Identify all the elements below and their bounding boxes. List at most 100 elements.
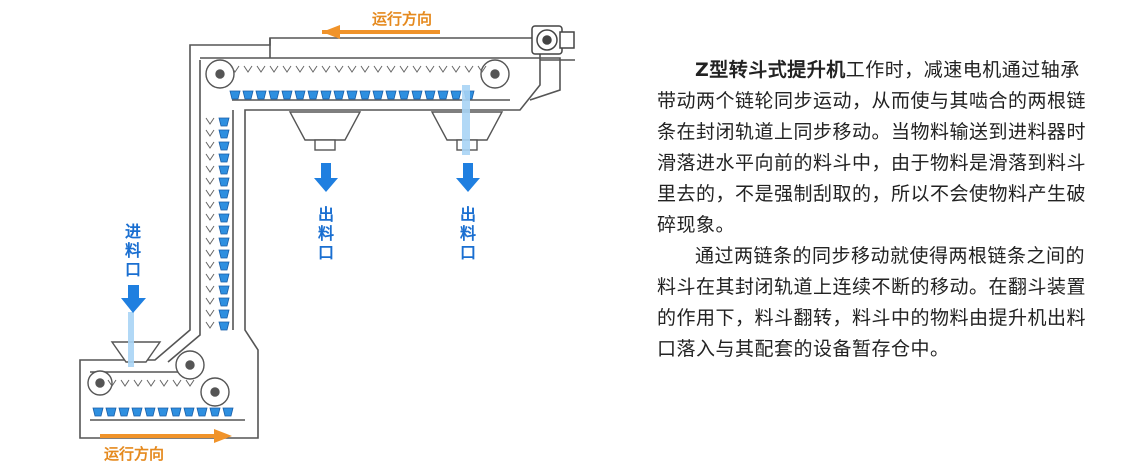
chain-link [230, 65, 240, 73]
bucket [144, 407, 156, 417]
buckets [92, 65, 487, 417]
bucket [346, 90, 358, 100]
chain-link [412, 65, 422, 73]
outlet2-label-char: 口 [460, 243, 476, 262]
sprockets [87, 59, 510, 407]
bucket [218, 189, 230, 199]
bucket [218, 225, 230, 235]
bucket [218, 285, 230, 295]
bucket [218, 153, 230, 163]
chain-link [438, 65, 448, 73]
inlet-hopper [110, 341, 162, 363]
flow-arrows [121, 163, 480, 313]
direction-label-bottom: 运行方向 [104, 445, 164, 463]
bucket [92, 407, 104, 417]
bucket [218, 117, 230, 127]
bucket [118, 407, 130, 417]
chain-link [185, 379, 195, 387]
product-name: Z型转斗式提升机 [695, 59, 846, 81]
outlet-hoppers [288, 111, 504, 151]
material-streams [128, 85, 470, 367]
bucket [196, 407, 208, 417]
chain-link [205, 309, 215, 317]
bucket [450, 90, 462, 100]
outlet1-label-char: 口 [318, 243, 334, 262]
chain-link [256, 65, 266, 73]
bucket [218, 201, 230, 211]
chain-link [205, 117, 215, 125]
outlet2-label: 出 料 口 [460, 205, 476, 262]
bucket [222, 407, 234, 417]
chain-link [205, 153, 215, 161]
chain-link [308, 65, 318, 73]
chain-link [282, 65, 292, 73]
chain-link [205, 261, 215, 269]
chain-link [347, 65, 357, 73]
chain-link [205, 237, 215, 245]
chain-link [205, 189, 215, 197]
chain-link [205, 165, 215, 173]
paragraph-1-body: 工作时，减速电机通过轴承带动两个链轮同步运动，从而使与其啮合的两根链条在封闭轨道… [657, 59, 1087, 236]
bucket [218, 249, 230, 259]
bucket [307, 90, 319, 100]
chain-link [269, 65, 279, 73]
chain-link [205, 285, 215, 293]
motor [531, 25, 575, 55]
chain-link [334, 65, 344, 73]
bucket [209, 407, 221, 417]
outlet2-label-char: 料 [460, 224, 476, 243]
direction-label-top: 运行方向 [372, 10, 432, 28]
bucket [218, 273, 230, 283]
inlet-label-char: 口 [125, 260, 141, 279]
bucket [170, 407, 182, 417]
outlet1-label: 出 料 口 [318, 205, 334, 262]
bucket [131, 407, 143, 417]
chain-link [205, 225, 215, 233]
chain-link [373, 65, 383, 73]
chain-link [159, 379, 169, 387]
bucket [218, 177, 230, 187]
chain-link [205, 273, 215, 281]
bucket [157, 407, 169, 417]
bucket [437, 90, 449, 100]
bucket [385, 90, 397, 100]
description: Z型转斗式提升机工作时，减速电机通过轴承带动两个链轮同步运动，从而使与其啮合的两… [657, 55, 1097, 365]
description-paragraph-1: Z型转斗式提升机工作时，减速电机通过轴承带动两个链轮同步运动，从而使与其啮合的两… [657, 55, 1097, 241]
chain-link [243, 65, 253, 73]
bucket [218, 321, 230, 331]
chain-link [425, 65, 435, 73]
bucket [255, 90, 267, 100]
bucket [281, 90, 293, 100]
outlet2-label-char: 出 [460, 205, 476, 224]
chain-link [321, 65, 331, 73]
bucket [294, 90, 306, 100]
bucket [218, 309, 230, 319]
chain-link [205, 249, 215, 257]
bucket [411, 90, 423, 100]
inlet-label-char: 进 [125, 222, 141, 241]
chain-link [172, 379, 182, 387]
chain-link [146, 379, 156, 387]
bucket [398, 90, 410, 100]
chain-link [451, 65, 461, 73]
chain-link [107, 379, 117, 387]
chain-link [205, 129, 215, 137]
chain-link [399, 65, 409, 73]
bucket [105, 407, 117, 417]
chain-link [205, 297, 215, 305]
bucket [359, 90, 371, 100]
chain-link [205, 201, 215, 209]
bucket [218, 297, 230, 307]
inlet-label-char: 料 [125, 241, 141, 260]
bucket [320, 90, 332, 100]
bucket [218, 237, 230, 247]
bucket [424, 90, 436, 100]
description-paragraph-2: 通过两链条的同步移动就使得两根链条之间的料斗在其封闭轨道上连续不断的移动。在翻斗… [657, 245, 1087, 360]
chain-link [205, 321, 215, 329]
chain-link [120, 379, 130, 387]
z-bucket-elevator-diagram: 运行方向 运行方向 进 料 口 出 料 口 出 料 口 [79, 10, 575, 463]
outlet2-arrow [456, 163, 480, 192]
bucket [268, 90, 280, 100]
chain-link [464, 65, 474, 73]
outlet1-label-char: 出 [318, 205, 334, 224]
